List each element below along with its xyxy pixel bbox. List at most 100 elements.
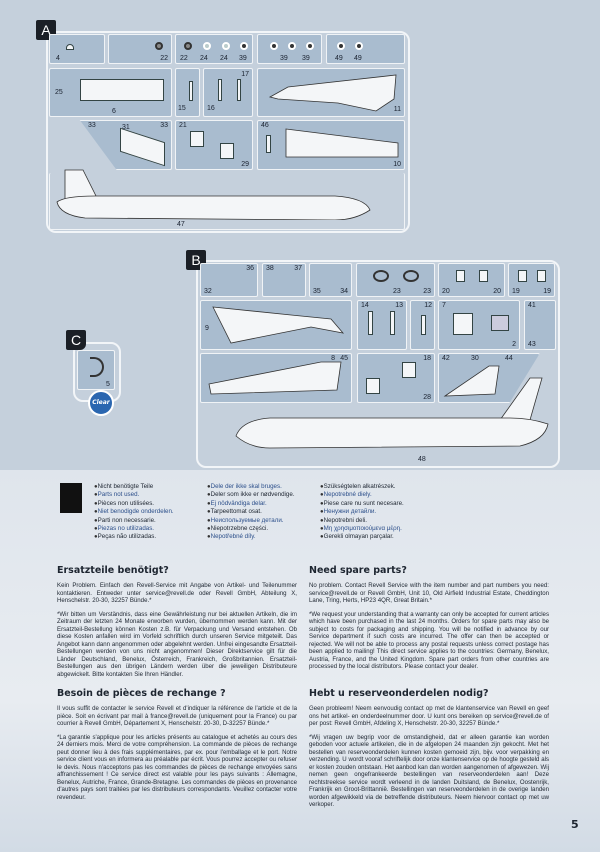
part-number: 49 [335, 55, 343, 62]
part-number: 19 [543, 288, 551, 295]
part-number: 24 [220, 55, 228, 62]
paragraph: *We request your understanding that a wa… [309, 610, 549, 671]
sprue-b-cell: 14 13 [357, 300, 407, 350]
part-number: 48 [418, 456, 426, 463]
part-number: 21 [179, 122, 187, 129]
fuselage-half-left-icon [56, 169, 371, 220]
part-number: 23 [423, 288, 431, 295]
part-number: 41 [528, 302, 536, 309]
sprue-b-cell: 38 37 [262, 263, 306, 297]
paragraph: Geen probleem! Neem eenvoudig contact op… [309, 705, 549, 727]
part-number: 14 [361, 302, 369, 309]
part-number: 13 [395, 302, 403, 309]
fuselage-half-right-icon [235, 377, 549, 449]
part-number: 38 [266, 265, 274, 272]
legend-col-3: Szükségtelen alkatrészek.Nepotrebné diel… [320, 483, 404, 542]
part-number: 28 [423, 394, 431, 401]
part-number: 34 [340, 288, 348, 295]
sprue-b-cell: 12 [410, 300, 435, 350]
part-number: 32 [204, 288, 212, 295]
sprue-b-cell: 8 45 [200, 353, 352, 403]
part-number: 45 [340, 355, 348, 362]
sprue-a-cell: 25 6 [49, 68, 172, 117]
part-number: 15 [178, 105, 186, 112]
section-en: Need spare parts? No problem. Contact Re… [309, 565, 549, 677]
part-number: 20 [493, 288, 501, 295]
heading: Ersatzteile benötigt? [57, 565, 169, 576]
paragraph: *La garantie s'applique pour les article… [57, 733, 297, 801]
part-number: 23 [393, 288, 401, 295]
sprue-a-cell [49, 173, 405, 230]
part-number: 42 [442, 355, 450, 362]
legend-col-2: Dele der ikke skal bruges.Deler som ikke… [207, 483, 295, 542]
part-number: 46 [261, 122, 269, 129]
part-number: 4 [56, 55, 60, 62]
heading: Besoin de pièces de rechange ? [57, 688, 226, 699]
sprue-a-cell: 4 [49, 34, 105, 64]
sprue-b-cell: 9 [200, 300, 352, 350]
sprue-a-cell: 15 [175, 68, 200, 117]
part-number: 12 [424, 302, 432, 309]
sprue-a-cell: 46 10 [257, 120, 405, 170]
section-fr: Besoin de pièces de rechange ? Il vous s… [57, 688, 297, 807]
sprue-c-tag: C [66, 330, 86, 350]
part-number: 39 [239, 55, 247, 62]
sprue-b-cell: 32 36 [200, 263, 258, 297]
part-number: 33 [160, 122, 168, 129]
part-number: 25 [55, 89, 63, 96]
sprue-b [196, 260, 560, 468]
paragraph: Il vous suffit de contacter le service R… [57, 705, 297, 727]
sprue-a [46, 31, 410, 233]
part-number: 16 [207, 105, 215, 112]
part-number: 2 [512, 341, 516, 348]
part-number: 44 [505, 355, 513, 362]
part-number: 24 [200, 55, 208, 62]
sprue-b-cell: 35 34 [309, 263, 352, 297]
part-number: 20 [442, 288, 450, 295]
paragraph: Kein Problem. Einfach den Revell-Service… [57, 582, 297, 604]
section-nl: Hebt u reserveonderdelen nodig? Geen pro… [309, 688, 549, 815]
part-number: 18 [423, 355, 431, 362]
part-number: 35 [313, 288, 321, 295]
sprue-b-cell: 41 43 [524, 300, 556, 350]
page-number: 5 [571, 818, 579, 831]
sprue-a-cell: 11 [257, 68, 405, 117]
part-number: 8 [331, 355, 335, 362]
clear-badge: Clear [88, 390, 114, 416]
unused-parts-swatch [60, 483, 82, 513]
part-number: 5 [106, 381, 110, 388]
part-number: 43 [528, 341, 536, 348]
paragraph: No problem. Contact Revell Service with … [309, 582, 549, 604]
part-number: 22 [160, 55, 168, 62]
section-de: Ersatzteile benötigt? Kein Problem. Einf… [57, 565, 297, 684]
part-number: 7 [442, 302, 446, 309]
part-number: 37 [294, 265, 302, 272]
sprue-b-cell: 23 23 [356, 263, 435, 297]
part-number: 31 [122, 124, 130, 131]
part-number: 39 [302, 55, 310, 62]
part-number: 10 [393, 161, 401, 168]
part-number: 9 [205, 325, 209, 332]
part-number: 6 [112, 108, 116, 115]
part-number: 33 [88, 122, 96, 129]
part-number: 36 [246, 265, 254, 272]
wing-part-icon [268, 74, 397, 112]
paragraph: *Wij vragen uw begrip voor de omstandigh… [309, 733, 549, 809]
part-number: 19 [512, 288, 520, 295]
sprue-a-cell: 22 [108, 34, 172, 64]
part-number: 39 [280, 55, 288, 62]
heading: Need spare parts? [309, 565, 407, 576]
sprue-c-cell: 5 [77, 350, 115, 390]
part-number: 30 [471, 355, 479, 362]
part-number: 11 [393, 106, 401, 113]
heading: Hebt u reserveonderdelen nodig? [309, 688, 489, 699]
part-number: 17 [241, 71, 249, 78]
part-number: 47 [177, 221, 185, 228]
